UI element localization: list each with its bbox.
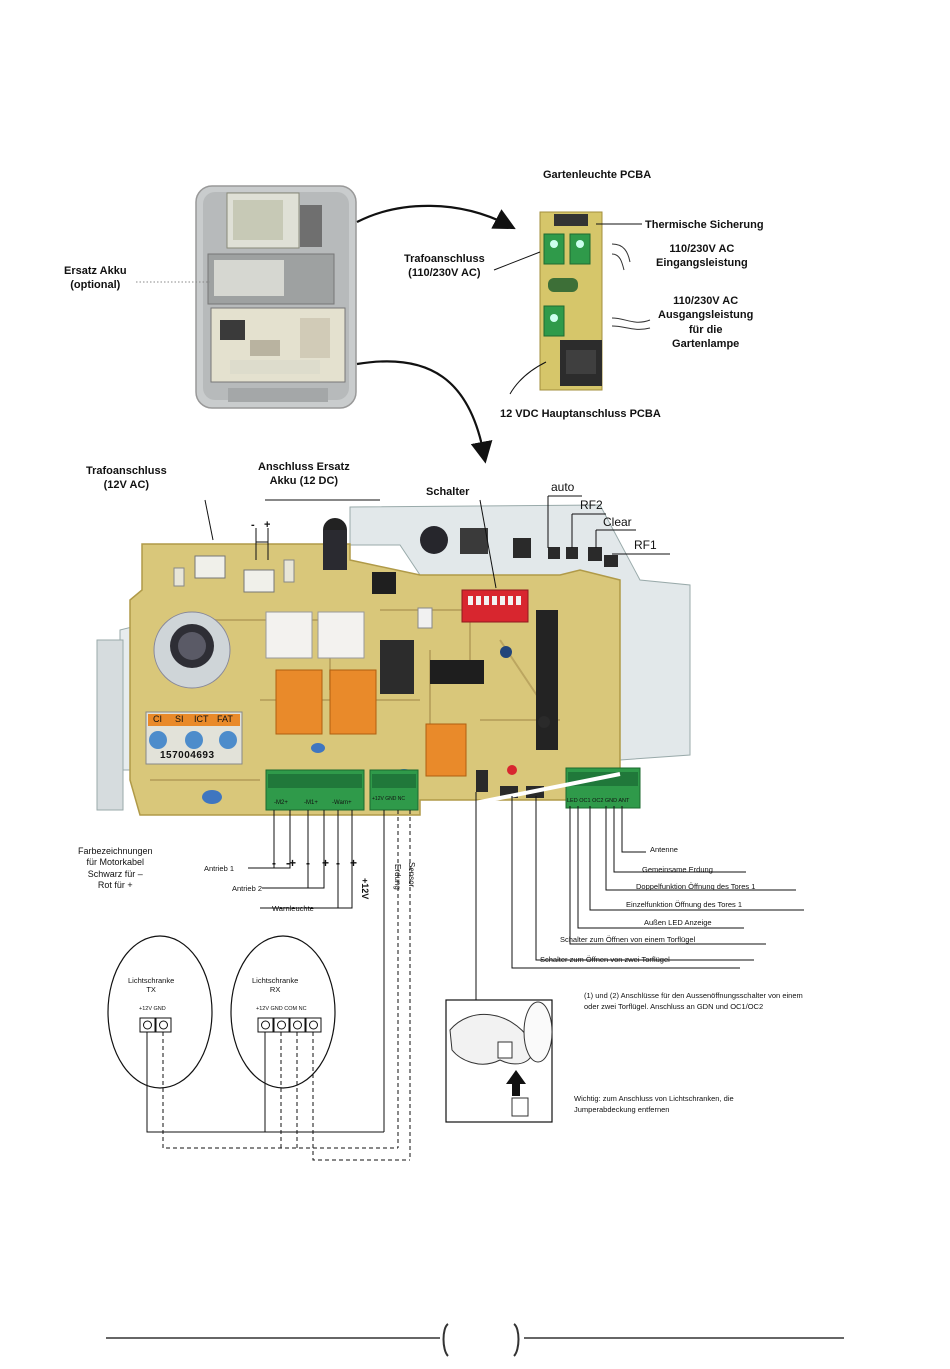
- color-code-label: Farbezeichnungen für Motorkabel Schwarz …: [78, 846, 153, 890]
- right-terminal-wires: [475, 792, 804, 1000]
- led-display-label: Außen LED Anzeige: [644, 918, 712, 927]
- transformer-12v-label: Trafoanschluss (12V AC): [86, 465, 167, 492]
- v12-label: +12V: [360, 878, 370, 900]
- wire-sign-minus-2: -: [306, 856, 310, 870]
- rf1-button-label: RF1: [634, 538, 657, 552]
- switch-label: Schalter: [426, 486, 470, 498]
- note-switch-connection: (1) und (2) Anschlüsse für den Aussenöff…: [584, 991, 803, 1011]
- auto-button-label: auto: [551, 480, 575, 494]
- note-jumper: Wichtig: zum Anschluss von Lichtschranke…: [574, 1094, 734, 1114]
- double-open-label: Doppelfunktion Öffnung des Tores 1: [636, 882, 756, 891]
- photocell-rx-title: Lichtschranke RX: [252, 976, 299, 995]
- battery-plus: +: [264, 519, 271, 531]
- warning-light-label: Warnleuchte: [272, 904, 314, 913]
- wire-sign-minus-0: -: [272, 856, 276, 870]
- main-connection-label: 12 VDC Hauptanschluss PCBA: [500, 408, 661, 420]
- garden-light-pcba: [539, 211, 603, 391]
- wire-sign-plus-1: +: [289, 856, 297, 870]
- wire-sign-minus-3: -: [336, 856, 340, 870]
- fuse-label-ci: CI: [153, 714, 162, 724]
- photocell-tx-title: Lichtschranke TX: [128, 976, 175, 995]
- photocell-wires: [146, 1032, 410, 1161]
- battery-minus: -: [251, 519, 255, 531]
- terminal-warn: -Warn+: [332, 800, 352, 806]
- photocell-tx-outline: [107, 935, 213, 1089]
- rf2-button-label: RF2: [580, 498, 603, 512]
- ground-label: Erdung: [393, 864, 402, 890]
- serial-number: 157004693: [160, 750, 215, 761]
- terminal-m1: -M1+: [304, 800, 318, 806]
- motor-wires: [248, 810, 353, 909]
- main-control-board: [96, 504, 691, 816]
- spare-battery-label: Ersatz Akku (optional): [64, 265, 127, 292]
- jumper-inset: [445, 999, 553, 1123]
- output-power-label: 110/230V AC Ausgangsleistung für die Gar…: [658, 295, 754, 350]
- common-ground-label: Gemeinsame Erdung: [642, 865, 713, 874]
- terminal-right: LED OC1 OC2 GND ANT: [567, 798, 630, 804]
- fuse-label-fat: FAT: [217, 714, 233, 724]
- wire-sign-plus-2: +: [322, 856, 330, 870]
- wire-sign-minus-1: -: [286, 856, 290, 870]
- transformer-input-label: Trafoanschluss (110/230V AC): [404, 253, 485, 280]
- fuse-label-ict: ICT: [194, 714, 209, 724]
- sensor-label: Sensor: [407, 862, 416, 888]
- garden-pcba-title: Gartenleuchte PCBA: [543, 169, 652, 181]
- photocell-rx-outline: [230, 935, 336, 1089]
- switch-one-wing-label: Schalter zum Öffnen von einem Torflügel: [560, 935, 696, 944]
- terminal-sensor: +12V GND NC: [372, 796, 405, 802]
- drive1-label: Antrieb 1: [204, 864, 235, 873]
- enclosure-photo: [195, 185, 357, 409]
- footer-rule: [106, 1323, 844, 1357]
- terminal-m2: -M2+: [274, 800, 288, 806]
- single-open-label: Einzelfunktion Öffnung des Tores 1: [626, 900, 743, 909]
- drive2-label: Antrieb 2: [232, 884, 263, 893]
- wire-sign-plus-3: +: [350, 856, 358, 870]
- antenna-label: Antenne: [650, 845, 678, 854]
- clear-button-label: Clear: [603, 515, 632, 529]
- photocell-rx-terminals: +12V GND COM NC: [256, 1006, 307, 1012]
- switch-two-wings-label: Schalter zum Öffnen von zwei Torflügel: [540, 955, 670, 964]
- battery-connection-label: Anschluss Ersatz Akku (12 DC): [258, 461, 350, 488]
- photocell-tx-terminals: +12V GND: [139, 1006, 166, 1012]
- fuse-label-si: SI: [175, 714, 184, 724]
- thermal-fuse-label: Thermische Sicherung: [645, 219, 764, 231]
- input-power-label: 110/230V AC Eingangsleistung: [656, 243, 748, 270]
